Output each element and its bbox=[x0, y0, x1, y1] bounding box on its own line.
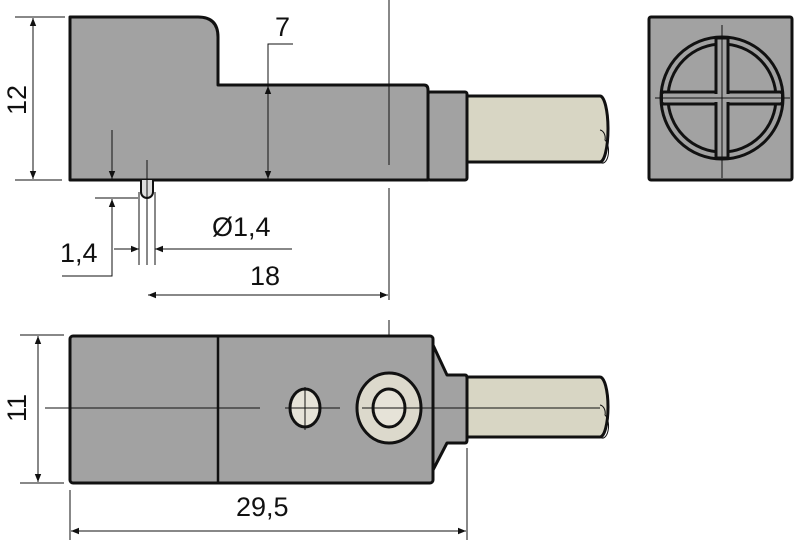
side-view bbox=[68, 15, 610, 265]
cable-gland-side bbox=[426, 90, 469, 182]
dimension-total-length: 29,5 bbox=[236, 492, 289, 522]
end-view bbox=[647, 15, 794, 182]
dimension-pin-to-center: 18 bbox=[250, 261, 280, 291]
bottom-view bbox=[45, 334, 610, 485]
dimension-height-11: 11 bbox=[2, 394, 32, 422]
cable-end-curve bbox=[599, 129, 610, 164]
dimension-height-12: 12 bbox=[2, 85, 32, 115]
dimension-step-7: 7 bbox=[275, 12, 290, 42]
dimension-pin-offset: 1,4 bbox=[60, 238, 98, 268]
housing-side bbox=[68, 15, 430, 182]
cable-side bbox=[465, 94, 610, 164]
dimension-pin-diameter: Ø1,4 bbox=[212, 212, 271, 242]
